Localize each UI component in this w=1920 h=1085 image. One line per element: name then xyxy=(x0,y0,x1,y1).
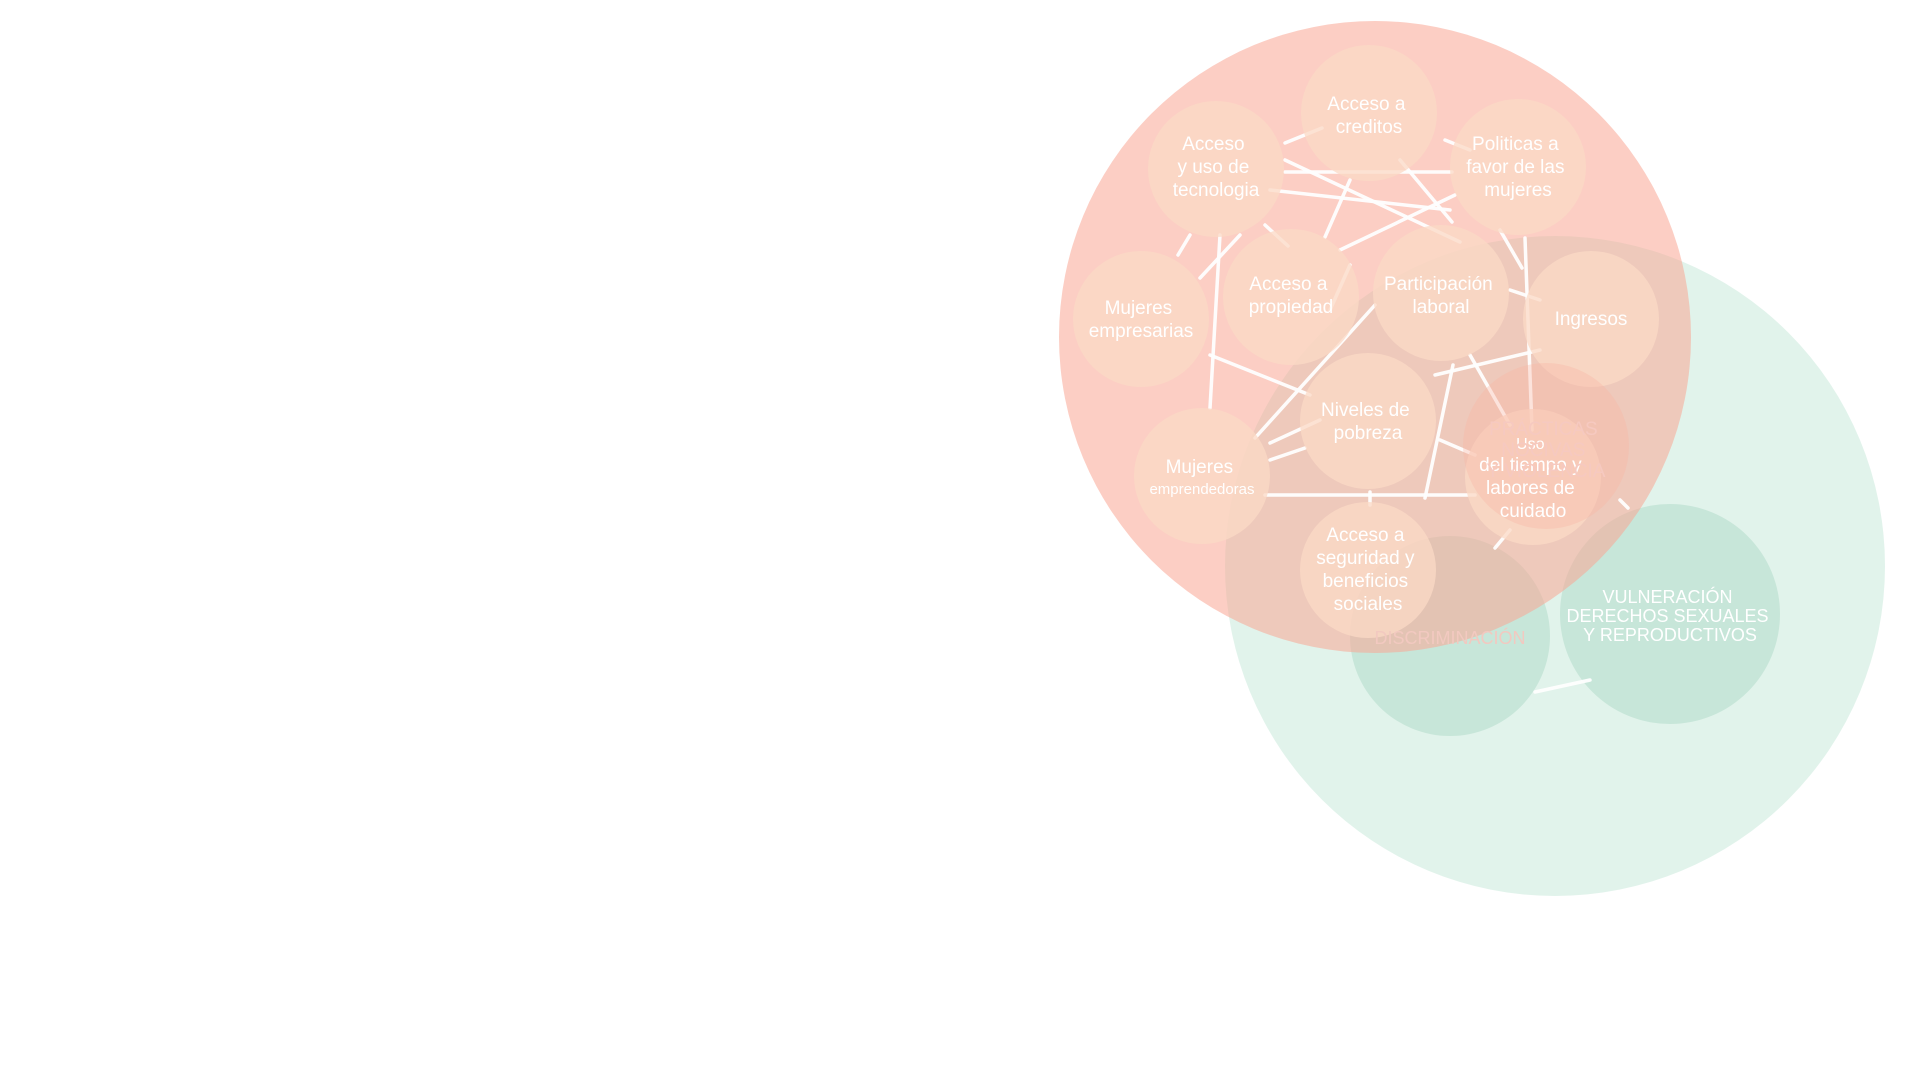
node-uso-tiempo xyxy=(1465,409,1601,545)
node-seguridad-social xyxy=(1300,502,1436,638)
edge-discriminacion-vulneracion xyxy=(1533,678,1592,694)
node-mujeres-empresarias xyxy=(1073,251,1209,387)
label-discriminacion: DISCRIMINACIÓN xyxy=(1374,627,1525,648)
node-ingresos xyxy=(1523,251,1659,387)
node-labels: Acceso a creditos Acceso y uso de tecnol… xyxy=(1089,94,1773,648)
label-uso-tiempo: Uso del tiempo y labores de cuidado xyxy=(1479,433,1587,522)
label-practicas-nocivas: PRÁCTICAS NOCIVAS Y VIOLENCIA xyxy=(1487,419,1606,482)
network-edges xyxy=(1176,126,1630,550)
label-seguridad-social: Acceso a seguridad y beneficios sociales xyxy=(1316,525,1420,615)
label-acceso-creditos: Acceso a creditos xyxy=(1327,94,1410,138)
vulneracion-node xyxy=(1560,504,1780,724)
node-niveles-pobreza xyxy=(1300,353,1436,489)
label-politicas-mujeres: Politicas a favor de las mujeres xyxy=(1466,134,1570,201)
label-vulneracion: VULNERACIÓN DERECHOS SEXUALES Y REPRODUC… xyxy=(1566,586,1773,645)
label-ingresos: Ingresos xyxy=(1555,309,1628,330)
node-acceso-tecnologia xyxy=(1148,101,1284,237)
node-acceso-creditos xyxy=(1301,45,1437,181)
node-participacion-laboral xyxy=(1373,225,1509,361)
node-mujeres-emprendedoras xyxy=(1134,408,1270,544)
label-acceso-tecnologia: Acceso y uso de tecnologia xyxy=(1173,134,1260,201)
label-participacion-laboral: Participación laboral xyxy=(1384,274,1498,318)
economic-nodes xyxy=(1073,45,1659,638)
label-mujeres-emprendedoras: Mujeres emprendedoras xyxy=(1149,457,1254,498)
label-mujeres-empresarias: Mujeres empresarias xyxy=(1089,298,1194,342)
practicas-nocivas-node xyxy=(1463,363,1629,529)
node-acceso-propiedad xyxy=(1223,229,1359,365)
label-niveles-pobreza: Niveles de pobreza xyxy=(1321,400,1415,444)
node-politicas-mujeres xyxy=(1450,99,1586,235)
label-acceso-propiedad: Acceso a propiedad xyxy=(1249,274,1334,318)
